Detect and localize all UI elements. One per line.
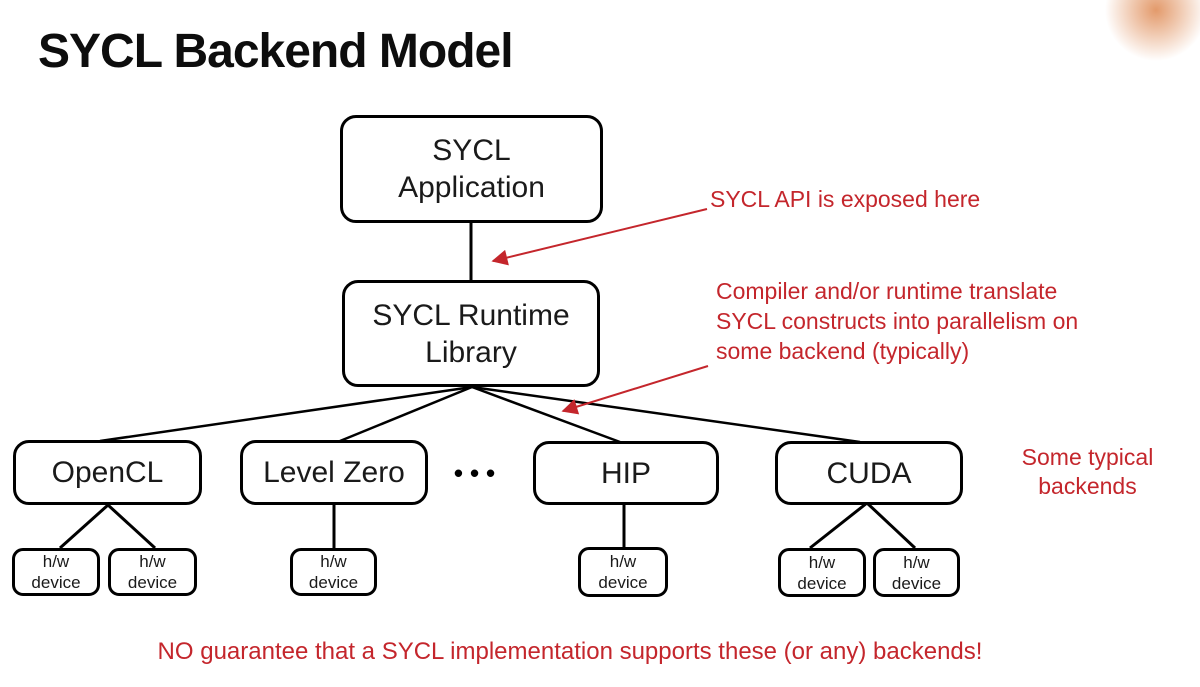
node-hw-device-cuda-2: h/w device (873, 548, 960, 597)
node-backend-opencl: OpenCL (13, 440, 202, 505)
annotation-compiler-runtime-translate: Compiler and/or runtime translate SYCL c… (716, 278, 1079, 364)
node-sycl-application: SYCL Application (340, 115, 603, 223)
node-hw-device-level-zero: h/w device (290, 548, 377, 596)
node-hw-device-hip: h/w device (578, 547, 668, 597)
black-connectors (58, 223, 917, 550)
node-hw-device-opencl-2: h/w device (108, 548, 197, 596)
node-hw-device-opencl-1: h/w device (12, 548, 100, 596)
page-title: SYCL Backend Model (38, 25, 514, 78)
annotation-no-guarantee: NO guarantee that a SYCL implementation … (157, 638, 983, 665)
node-hw-device-cuda-1: h/w device (778, 548, 866, 597)
translate-arrow (561, 365, 709, 415)
ellipsis-dots: ••• (453, 458, 503, 488)
annotation-some-typical-backends: Some typical backends (1021, 444, 1154, 499)
red-annotation-arrows (491, 208, 709, 415)
node-sycl-runtime-library: SYCL Runtime Library (342, 280, 600, 387)
node-backend-hip: HIP (533, 441, 719, 505)
annotation-api-exposed: SYCL API is exposed here (710, 186, 981, 212)
node-backend-cuda: CUDA (775, 441, 963, 505)
api-arrow (491, 208, 708, 266)
node-backend-level-zero: Level Zero (240, 440, 428, 505)
